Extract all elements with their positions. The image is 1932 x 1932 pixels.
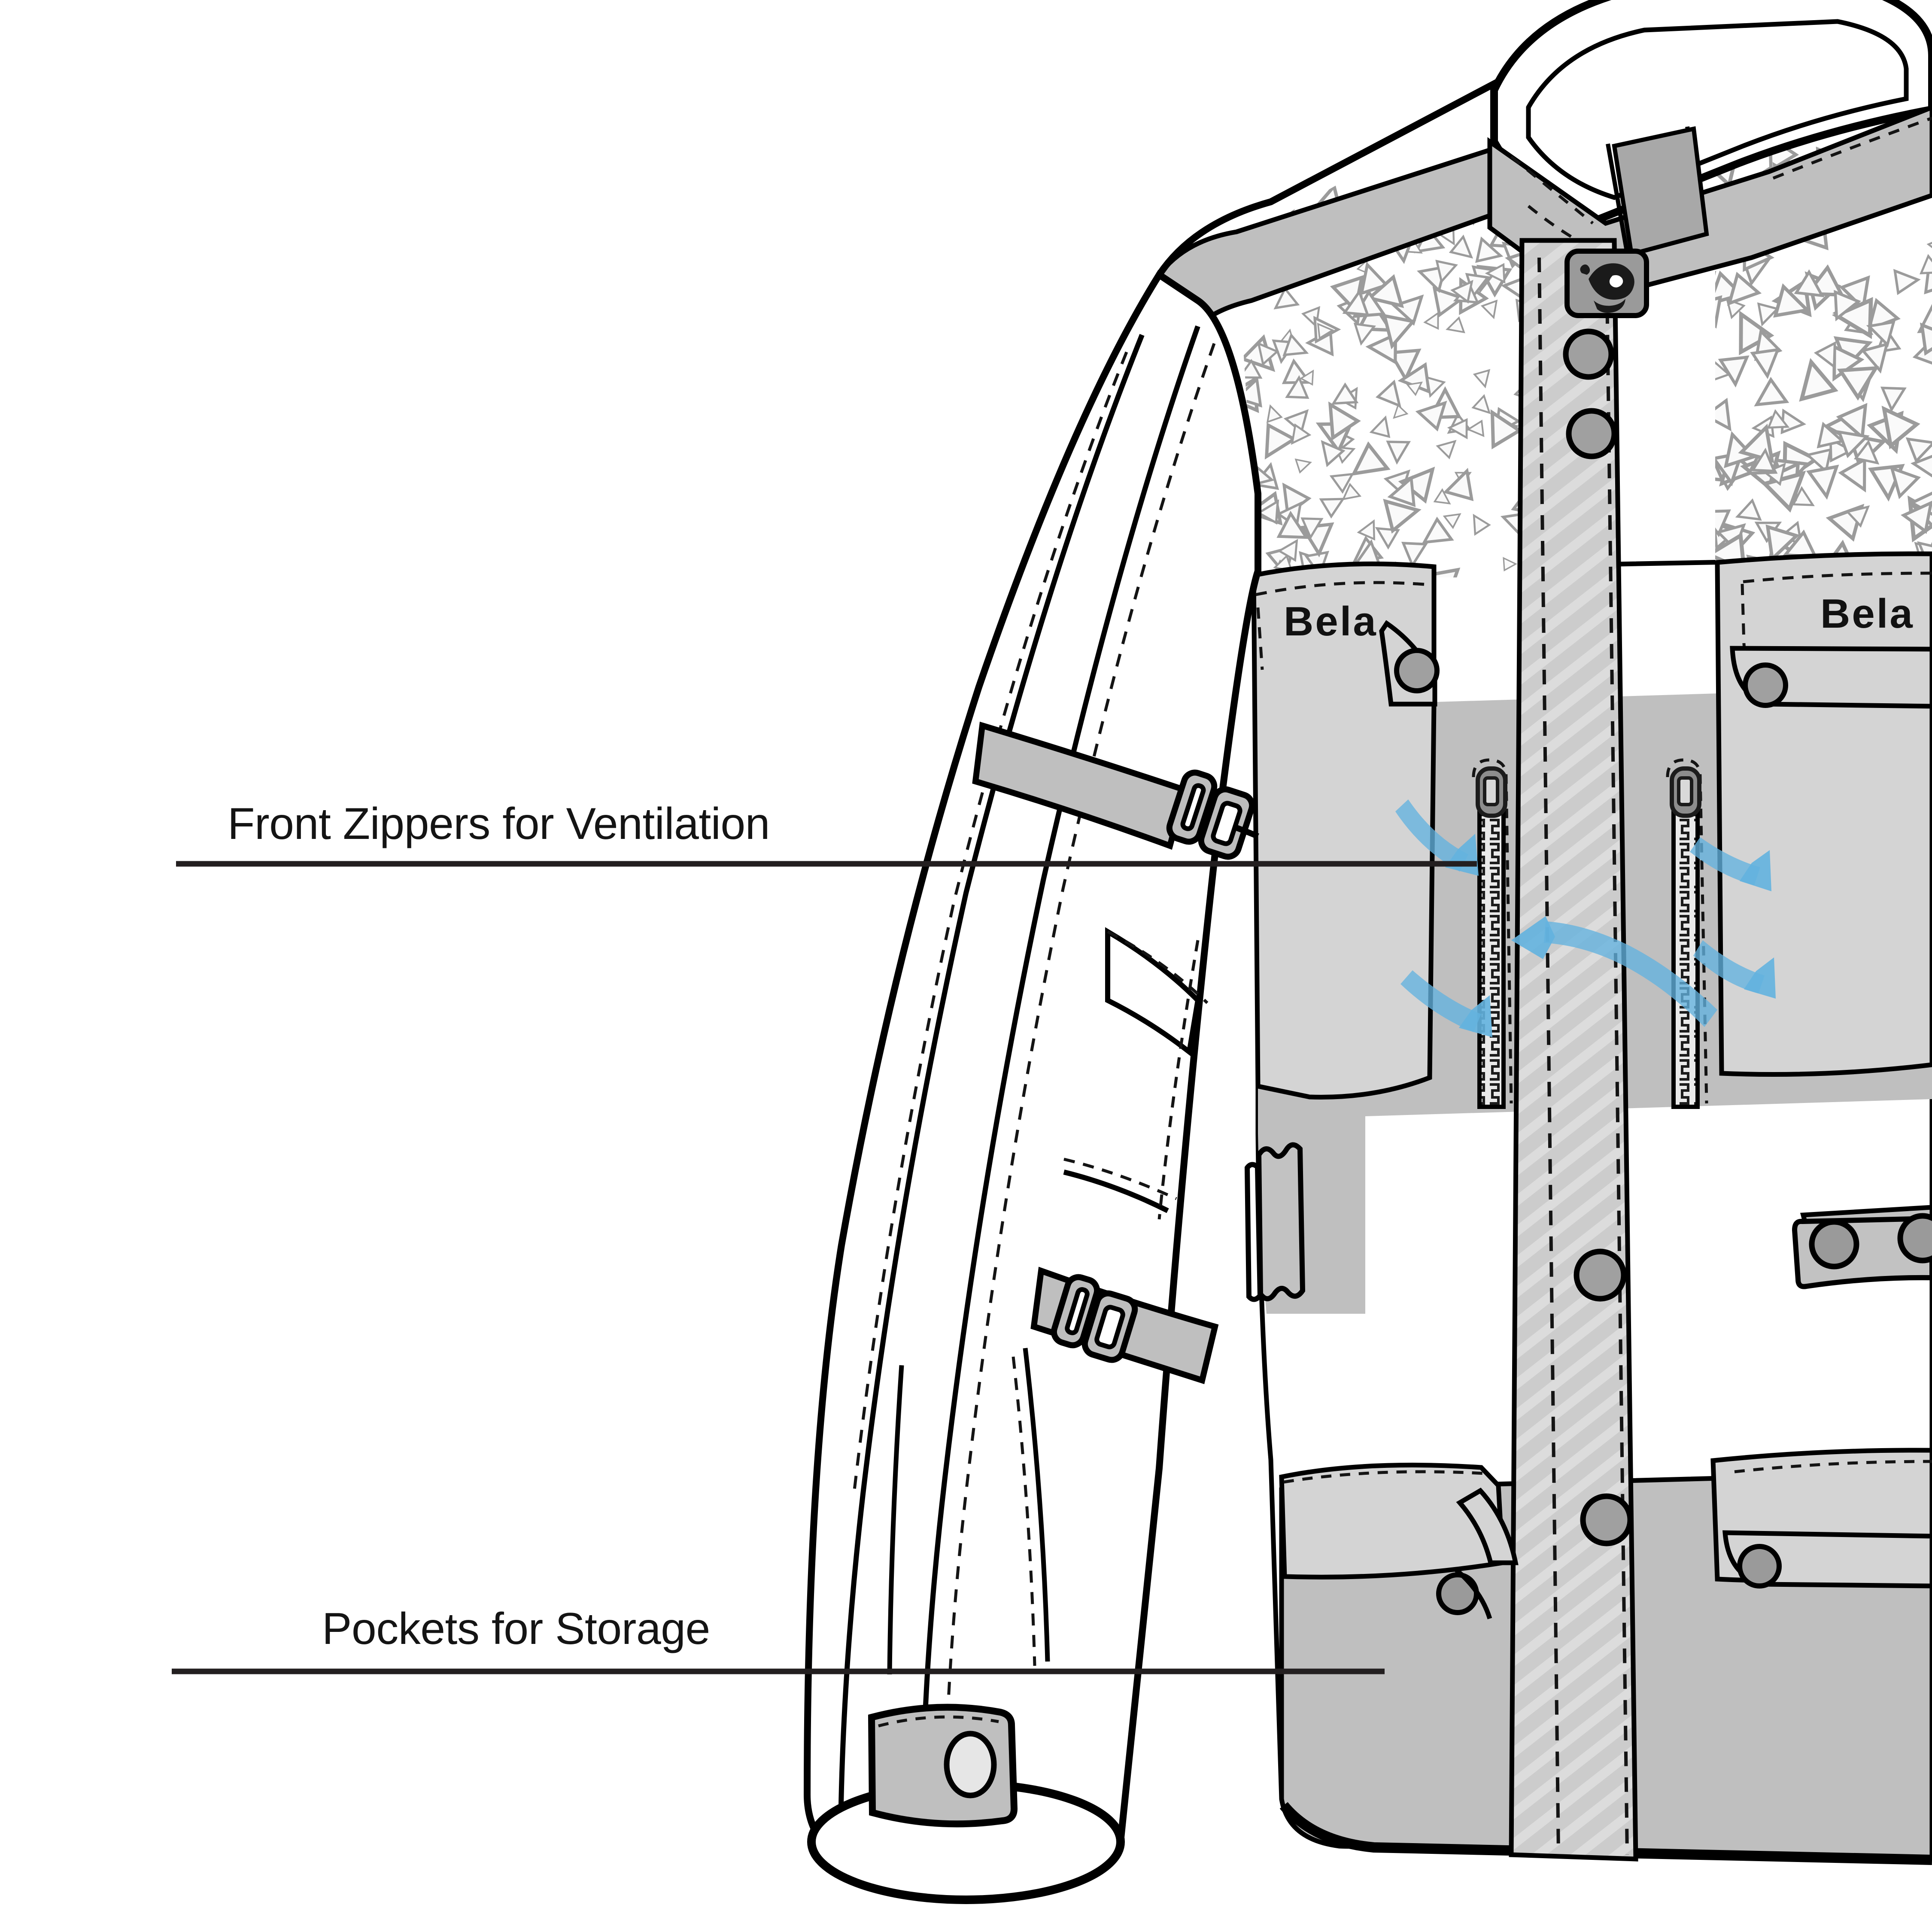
airflow-arrowhead-4 [1744,957,1776,999]
sleeve-elbow-pocket-top [1105,927,1201,1057]
sleeve-buckle-upper[interactable] [1166,769,1255,860]
chest-pocket-right[interactable]: Bela [1715,551,1932,1077]
vent-zip-right-outline [1666,758,1708,1104]
sleeve-buckle-lower[interactable] [1051,1274,1138,1363]
airflow-arrowhead-5 [1511,916,1555,959]
hip-pocket-left[interactable] [1279,1462,1519,1619]
belt-tab-snap-1[interactable] [1809,1219,1859,1270]
hip-pocket-left-edge [1454,1567,1492,1619]
airflow-arrowhead-3 [1740,850,1771,891]
jacket-sleeve [803,270,1261,1904]
collar-adjuster-tab [1612,126,1709,257]
chest-pocket-right-snap[interactable] [1743,662,1788,708]
placket-snap-1[interactable] [1563,328,1614,380]
airflow-arrows [1395,799,1776,1037]
placket-snap-4[interactable] [1580,1493,1633,1546]
sleeve-elbow-pocket-bottom [1063,1170,1169,1213]
airflow-arrow-1 [1395,799,1468,872]
sleeve-elbow-stitch-bottom [1063,1157,1177,1200]
brand-logo-right: Bela [1820,591,1914,637]
sleeve-lower-strap[interactable] [1030,1267,1219,1384]
placket-snap-3[interactable] [1574,1249,1627,1302]
placket-snap-2[interactable] [1566,408,1617,459]
vent-zip-left-outline [1472,758,1513,1104]
sleeve-cuff-snap[interactable] [944,1731,997,1798]
airflow-arrow-5 [1544,921,1717,1027]
brand-logo-left: Bela [1284,598,1378,644]
shoulder-seam [1156,78,1500,277]
sleeve-seam-outer-stitch [943,343,1216,1832]
waist-side-adjuster[interactable] [1244,1142,1306,1302]
sleeve-patch-edge2 [887,1365,904,1675]
hem-edge [1279,1802,1932,1865]
chest-pocket-left-stitch2 [1256,607,1264,670]
waist-belt-tab[interactable] [1792,1205,1932,1289]
side-adjuster-back [1244,1162,1263,1302]
vent-zip-left-pull[interactable] [1483,776,1499,806]
sleeve-seam-inner [838,334,1145,1833]
placket-stitch-right [1605,257,1629,1855]
sleeve-cuff-tab-stitch [878,1715,999,1728]
chest-pocket-left[interactable]: Bela [1251,561,1440,1100]
sleeve-seam-outer [920,325,1200,1827]
callout-leader-lines [172,861,1477,1674]
hip-pocket-left-flap [1456,1488,1519,1565]
vent-zip-left-teeth [1477,778,1506,1109]
hip-pocket-left-body [1279,1462,1505,1580]
sleeve-seam-inner-stitch [852,351,1128,1498]
hip-pocket-left-stitch [1283,1470,1486,1484]
collar-stitching [1510,155,1598,253]
sleeve-patch-stitch [1012,1356,1036,1666]
collar-stitching-right [1772,116,1932,180]
chest-pocket-left-stitch [1255,581,1430,596]
callout-label-front-zippers: Front Zippers for Ventilation [228,799,770,849]
hip-pocket-right-stitch [1734,1460,1932,1473]
center-front-placket [1509,238,1649,1862]
placket-stitch-left [1537,257,1560,1855]
chest-pocket-right-stitch [1743,571,1932,583]
collar-seam-a [1606,143,1629,254]
sleeve-elbow-stitch-side [1157,940,1200,1220]
callout-label-pockets: Pockets for Storage [322,1604,710,1654]
airflow-arrowhead-2 [1459,995,1492,1037]
sleeve-elbow-stitch-top [1107,930,1209,1004]
vent-zip-right-pull[interactable] [1677,776,1693,806]
hip-pocket-left-snap[interactable] [1436,1572,1479,1615]
bear-head-icon [1564,249,1649,318]
airflow-arrow-2 [1400,970,1481,1032]
placket-twill-panel [1509,238,1638,1862]
hip-pocket-right-snap[interactable] [1737,1544,1782,1589]
vertical-vent-zipper-right[interactable] [1666,758,1708,1109]
hip-pocket-right[interactable] [1710,1448,1932,1589]
sleeve-upper-strap[interactable] [972,721,1259,860]
airflow-arrow-4 [1693,940,1765,993]
airflow-arrow-3 [1690,837,1760,885]
belt-tab-snap-2[interactable] [1897,1213,1932,1264]
sleeve-upper-strap-tail [1235,825,1259,839]
vertical-vent-zipper-left[interactable] [1472,758,1513,1109]
chest-pocket-left-snap[interactable] [1394,648,1440,693]
side-adjuster-front [1256,1142,1306,1301]
sleeve-patch-edge [1023,1348,1050,1662]
vent-zip-right-teeth [1671,778,1700,1109]
